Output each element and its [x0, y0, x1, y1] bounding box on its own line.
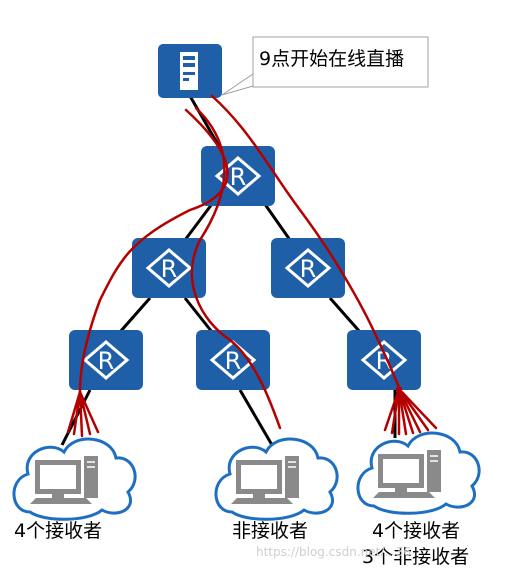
link-r2-r5	[183, 297, 214, 333]
svg-text:R: R	[230, 163, 247, 191]
watermark: https://blog.csdn.net/...36	[256, 545, 412, 559]
link-r3-r6	[328, 297, 362, 333]
callout-box	[221, 36, 429, 96]
router-icon-edge-1: R	[69, 330, 143, 390]
svg-text:R: R	[161, 255, 178, 283]
link-r1-r2	[183, 199, 217, 241]
router-icon-left: R	[132, 238, 206, 298]
stream-fan-left	[66, 390, 100, 438]
group-label-1: 4个接收者	[14, 520, 103, 542]
svg-text:R: R	[376, 347, 393, 375]
computer-icon-1	[30, 456, 98, 504]
svg-text:R: R	[300, 255, 317, 283]
server-icon	[158, 44, 222, 98]
link-r1-r3	[260, 199, 292, 241]
computer-icon-2	[231, 456, 299, 504]
stream-fan-right	[383, 387, 438, 436]
multicast-stream-paths	[66, 94, 438, 438]
router-icon-edge-2: R	[196, 330, 270, 390]
link-r2-r4	[118, 297, 152, 333]
router-icon-core: R	[201, 146, 275, 206]
svg-text:R: R	[225, 347, 242, 375]
group-label-3: 4个接收者	[372, 520, 461, 542]
stream-path-left	[78, 108, 229, 394]
stream-path-middle	[190, 106, 282, 430]
router-icon-right: R	[271, 238, 345, 298]
callout-text: 9点开始在线直播	[259, 48, 405, 70]
computer-icon-3	[373, 450, 441, 498]
group-sublabel-3: 3个非接收者	[362, 546, 470, 568]
group-label-2: 非接收者	[232, 520, 309, 542]
svg-text:R: R	[98, 347, 115, 375]
link-r5-cloud2	[238, 389, 274, 446]
link-server-r1	[188, 95, 222, 149]
router-icon-edge-3: R	[347, 330, 421, 390]
stream-path-right	[210, 94, 402, 392]
